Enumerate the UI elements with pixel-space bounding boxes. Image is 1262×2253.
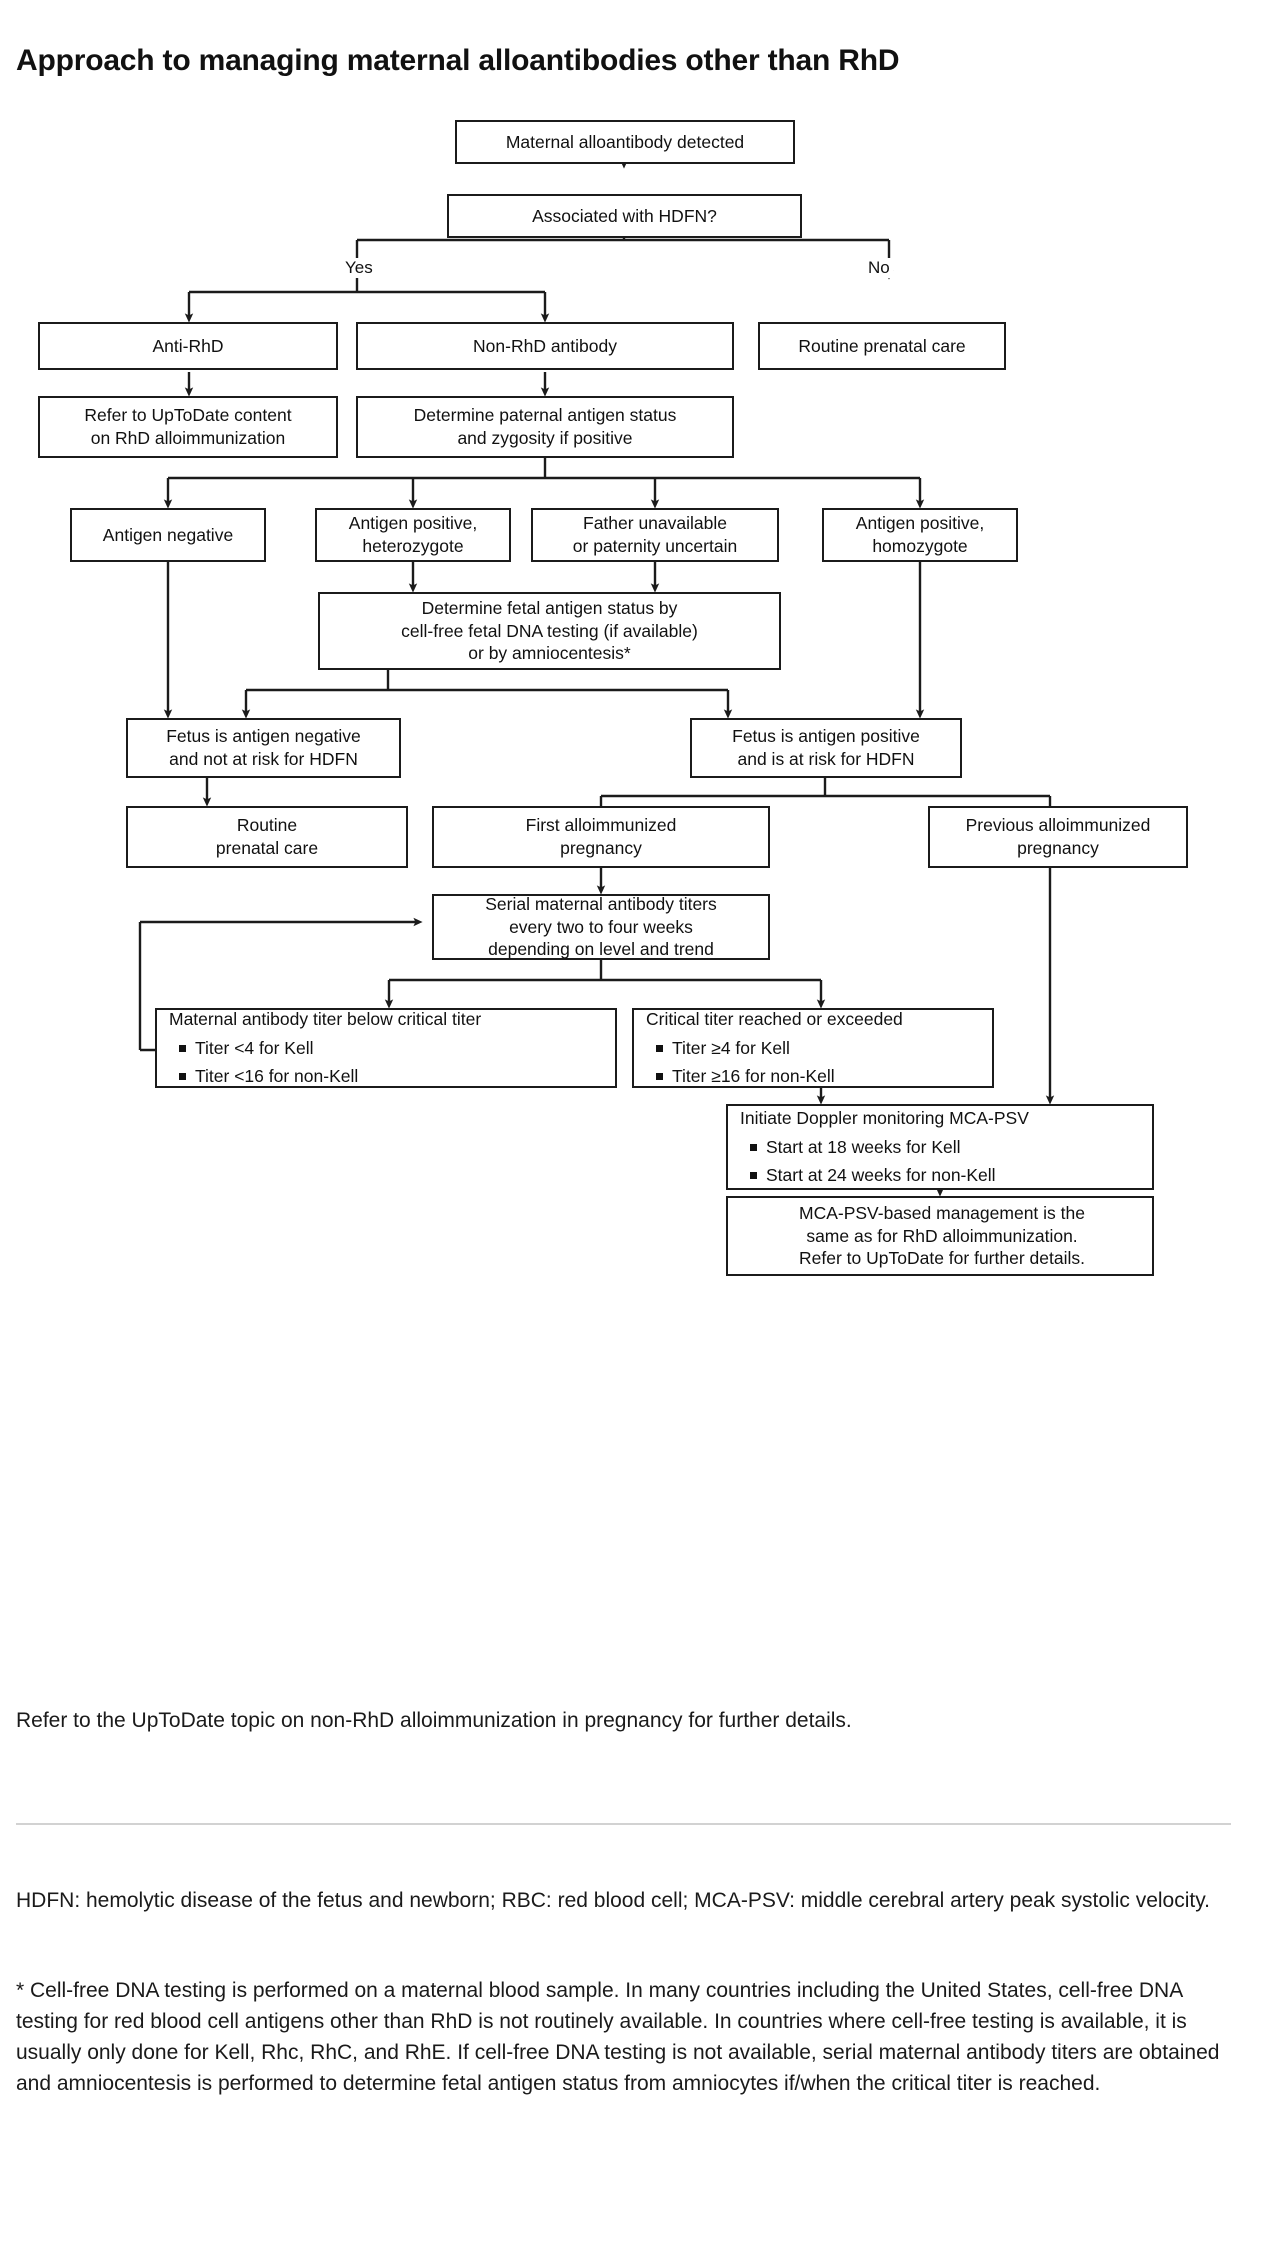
node-determine-paternal-antigen-status: Determine paternal antigen status and zy…: [356, 396, 734, 458]
node-mca-psv-based-management: MCA-PSV-based management is the same as …: [726, 1196, 1154, 1276]
node-initiate-doppler-monitoring: Initiate Doppler monitoring MCA-PSV Star…: [726, 1104, 1154, 1190]
list-item: Titer ≥4 for Kell: [646, 1038, 984, 1060]
node-fetus-antigen-negative: Fetus is antigen negative and not at ris…: [126, 718, 401, 778]
node-father-unavailable: Father unavailable or paternity uncertai…: [531, 508, 779, 562]
page-title: Approach to managing maternal alloantibo…: [16, 44, 900, 77]
node-antigen-negative: Antigen negative: [70, 508, 266, 562]
node-previous-alloimmunized-pregnancy: Previous alloimmunized pregnancy: [928, 806, 1188, 868]
node-titer-below-critical: Maternal antibody titer below critical t…: [155, 1008, 617, 1088]
node-first-alloimmunized-pregnancy: First alloimmunized pregnancy: [432, 806, 770, 868]
abbreviations-note: HDFN: hemolytic disease of the fetus and…: [16, 1889, 1210, 1912]
node-critical-titer-reached: Critical titer reached or exceeded Titer…: [632, 1008, 994, 1088]
list-item: Titer <16 for non-Kell: [169, 1066, 607, 1088]
footnote-asterisk: * Cell-free DNA testing is performed on …: [16, 1979, 1220, 2096]
node-serial-maternal-antibody-titers: Serial maternal antibody titers every tw…: [432, 894, 770, 960]
list-item: Titer <4 for Kell: [169, 1038, 607, 1060]
node-anti-rhd: Anti-RhD: [38, 322, 338, 370]
list-item: Start at 18 weeks for Kell: [740, 1137, 1144, 1159]
list-item: Start at 24 weeks for non-Kell: [740, 1165, 1144, 1187]
edge-label-yes: Yes: [342, 258, 376, 278]
node-routine-prenatal-care-top: Routine prenatal care: [758, 322, 1006, 370]
list-item: Titer ≥16 for non-Kell: [646, 1066, 984, 1088]
node-routine-prenatal-care-bottom: Routine prenatal care: [126, 806, 408, 868]
node-fetus-antigen-positive: Fetus is antigen positive and is at risk…: [690, 718, 962, 778]
node-associated-with-hdfn: Associated with HDFN?: [447, 194, 802, 238]
node-non-rhd-antibody: Non-RhD antibody: [356, 322, 734, 370]
refer-note: Refer to the UpToDate topic on non-RhD a…: [16, 1709, 852, 1732]
flowchart: Maternal alloantibody detected Associate…: [0, 100, 1262, 1660]
node-antigen-positive-heterozygote: Antigen positive, heterozygote: [315, 508, 511, 562]
node-determine-fetal-antigen-status: Determine fetal antigen status by cell-f…: [318, 592, 781, 670]
node-maternal-alloantibody-detected: Maternal alloantibody detected: [455, 120, 795, 164]
edge-label-no: No: [865, 258, 893, 278]
critical-titer-bullets: Titer ≥4 for Kell Titer ≥16 for non-Kell: [646, 1038, 984, 1089]
node-antigen-positive-homozygote: Antigen positive, homozygote: [822, 508, 1018, 562]
node-refer-uptodate-rhd: Refer to UpToDate content on RhD alloimm…: [38, 396, 338, 458]
doppler-bullets: Start at 18 weeks for Kell Start at 24 w…: [740, 1137, 1144, 1188]
titer-below-critical-bullets: Titer <4 for Kell Titer <16 for non-Kell: [169, 1038, 607, 1089]
divider: [16, 1823, 1231, 1825]
